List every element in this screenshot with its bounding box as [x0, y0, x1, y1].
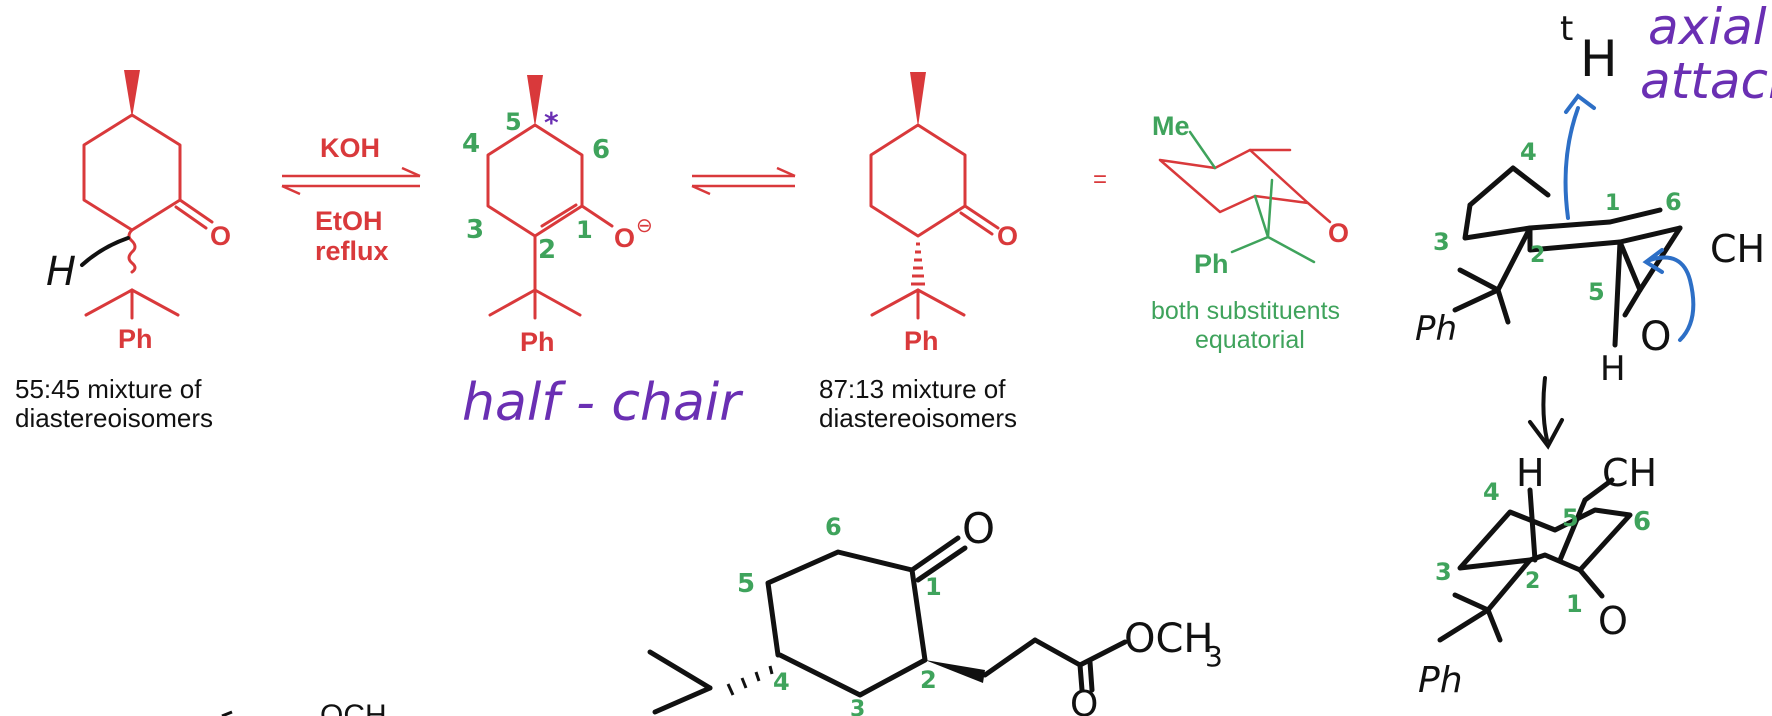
- start-handwritten-h: H: [46, 249, 76, 295]
- chair-caption-line2: equatorial: [1195, 326, 1305, 354]
- rb-num-6: 6: [1633, 507, 1651, 537]
- right-top-t-mark: t: [1560, 9, 1573, 49]
- right-top-hydride-h: H: [1580, 30, 1618, 88]
- enolate-num-6: 6: [592, 135, 610, 165]
- equilibrium-arrow-1: [281, 166, 421, 196]
- enolate-ph-label: Ph: [520, 327, 555, 357]
- enolate-num-4: 4: [462, 129, 480, 159]
- product-o-label: O: [997, 221, 1018, 251]
- right-bottom-chair-ink: [1437, 477, 1633, 643]
- start-caption-line1: 55:45 mixture of: [15, 374, 202, 404]
- rb-h: H: [1516, 451, 1545, 495]
- right-top-halfchair-ink: [1452, 165, 1683, 348]
- start-ring: [82, 113, 182, 232]
- bm-num-1: 1: [925, 573, 942, 601]
- bm-o-top: O: [962, 504, 995, 553]
- rb-num-1: 1: [1566, 590, 1583, 618]
- bm-num-3: 3: [850, 697, 865, 716]
- product-caption-line2: diastereoisomers: [819, 403, 1017, 433]
- enolate-ring: [486, 123, 584, 238]
- rb-ph: Ph: [1418, 660, 1463, 701]
- bm-num-5: 5: [737, 569, 755, 599]
- start-h-bond-ink: [80, 236, 130, 267]
- product-hashed-bond: [911, 242, 925, 286]
- enolate-double-bond: [540, 203, 578, 228]
- chair-o-label: O: [1328, 218, 1349, 248]
- bm-och3: OCH: [1124, 616, 1214, 662]
- enolate-num-2: 2: [538, 235, 556, 265]
- rb-ch3: CH: [1602, 451, 1657, 495]
- bm-o-bottom: O: [1070, 684, 1098, 716]
- right-down-arrow: [1541, 376, 1549, 442]
- chair-conformer: [1158, 130, 1332, 264]
- half-chair-annotation: half - chair: [462, 373, 744, 433]
- starting-ketone: [82, 113, 214, 320]
- bottom-left-och-fragment: OCH: [320, 699, 387, 716]
- chair-caption-line1: both substituents: [1151, 297, 1340, 325]
- product-ring: [869, 123, 967, 238]
- start-carbonyl-bond: [178, 198, 214, 224]
- bm-num-2: 2: [920, 666, 937, 694]
- bottom-wedge-bond: [925, 660, 985, 683]
- rt-num-4: 4: [1520, 138, 1537, 166]
- start-tbu-right: [130, 288, 180, 317]
- start-ph-label: Ph: [118, 324, 153, 354]
- reagent-koh: KOH: [320, 133, 380, 163]
- chair-ph-label: Ph: [1194, 249, 1229, 279]
- right-top-curly-arrow: [1648, 255, 1696, 342]
- bottom-left-bond-fragment: [221, 710, 233, 716]
- bm-och3-sub: 3: [1205, 640, 1223, 673]
- enolate-charge: ⊖: [636, 215, 653, 237]
- equals-sign: =: [1093, 166, 1107, 193]
- start-o-label: O: [210, 221, 231, 251]
- right-top-axial-arrow: [1563, 106, 1580, 220]
- bottom-ketoester-ink: [647, 535, 1128, 715]
- rt-num-5: 5: [1588, 278, 1605, 306]
- rt-num-2: 2: [1530, 243, 1545, 268]
- enolate-num-5: 5: [505, 108, 522, 136]
- bottom-hashed-bond: [726, 665, 774, 696]
- chair-me-label: Me: [1152, 111, 1190, 141]
- rb-num-5: 5: [1562, 504, 1579, 532]
- start-carbonyl-bond-2: [174, 205, 208, 230]
- enolate-o-bond: [580, 204, 614, 228]
- rt-num-1: 1: [1605, 191, 1620, 216]
- rb-o: O: [1598, 599, 1628, 643]
- product-ph-label: Ph: [904, 326, 939, 356]
- product-ketone: [869, 123, 1000, 320]
- rb-num-4: 4: [1483, 478, 1500, 506]
- rt-ch3: CH: [1710, 227, 1765, 271]
- enolate-star: *: [544, 106, 559, 139]
- start-wavy-bond: [127, 228, 137, 274]
- bm-num-4: 4: [773, 668, 790, 696]
- rt-ph: Ph: [1415, 309, 1457, 349]
- bm-num-6: 6: [825, 513, 842, 541]
- rt-num-3: 3: [1433, 228, 1450, 256]
- rt-num-6: 6: [1665, 188, 1682, 216]
- enolate-num-3: 3: [466, 215, 484, 245]
- rb-num-2: 2: [1525, 569, 1540, 594]
- enolate-methyl-wedge: [527, 75, 543, 127]
- enolate: [486, 123, 614, 320]
- enolate-o-label: O: [614, 223, 635, 253]
- product-caption-line1: 87:13 mixture of: [819, 374, 1006, 404]
- product-methyl-wedge: [910, 72, 926, 127]
- start-caption-line2: diastereoisomers: [15, 403, 213, 433]
- enolate-num-1: 1: [576, 216, 593, 244]
- start-methyl-wedge: [124, 70, 140, 118]
- rt-o: O: [1640, 314, 1671, 360]
- equilibrium-arrow-2: [691, 166, 796, 196]
- rt-h: H: [1600, 349, 1626, 389]
- reagent-reflux: reflux: [315, 236, 389, 266]
- axial-attack-line2: attack: [1640, 52, 1772, 110]
- start-tbu-left: [84, 288, 134, 317]
- reagent-etoh: EtOH: [315, 206, 383, 236]
- rb-num-3: 3: [1435, 558, 1452, 586]
- axial-attack-line1: axial: [1648, 0, 1767, 56]
